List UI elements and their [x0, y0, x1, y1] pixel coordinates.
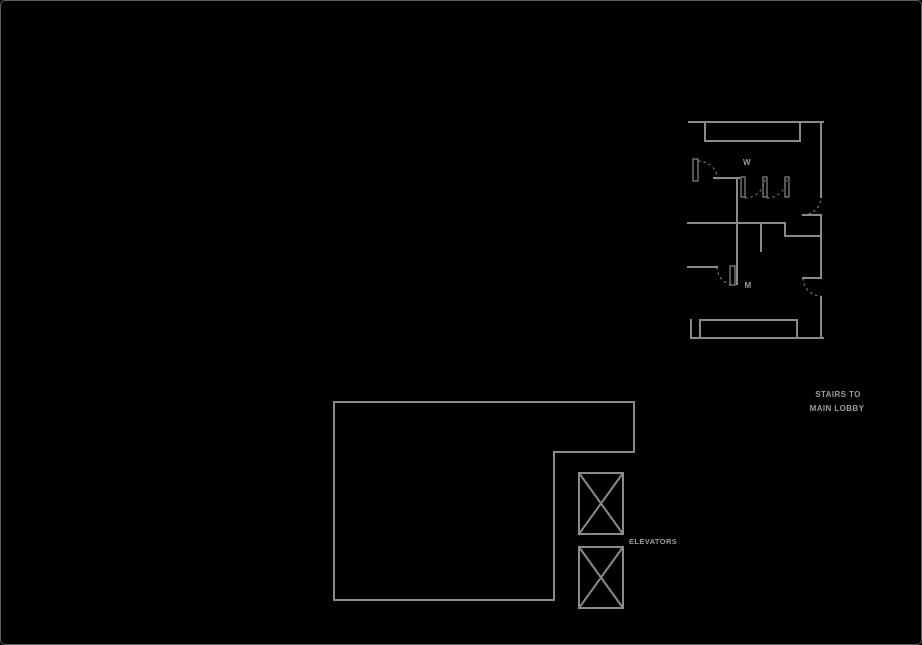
womens-left-door-leaf [692, 158, 699, 182]
bottom-alcove [699, 319, 798, 339]
elevator-shaft-1 [578, 472, 624, 535]
mens-room-label: M [744, 281, 751, 290]
elevator-shafts [577, 471, 625, 610]
top-alcove [704, 121, 801, 142]
elevator-shaft-1-cross [577, 471, 625, 536]
divider-step-wall [784, 222, 822, 237]
stairs-label-line1: STAIRS TO [815, 390, 861, 399]
mens-corridor-door-swing [802, 277, 822, 297]
main-room-outline [333, 401, 635, 601]
elevators-label: ELEVATORS [629, 537, 677, 546]
elevator-shaft-2 [578, 546, 624, 609]
main-room-walls [333, 401, 635, 601]
stall-partition-2 [762, 176, 768, 198]
womens-room-label: W [743, 158, 751, 167]
plan-labels: W M STAIRS TO MAIN LOBBY ELEVATORS [629, 158, 865, 546]
elevator-shaft-2-cross [577, 545, 625, 610]
stall-partition-3 [784, 176, 790, 198]
stall-partition-1 [740, 176, 746, 198]
stairs-label-line2: MAIN LOBBY [810, 404, 865, 413]
womens-corridor-door-swing [802, 196, 822, 216]
womens-left-door-swing [697, 160, 719, 182]
mens-left-door-leaf [729, 265, 736, 286]
mens-left-door-swing [716, 266, 736, 286]
stall-door-swing-1 [744, 177, 766, 199]
restroom-block [687, 121, 824, 339]
stall-door-swing-2 [766, 177, 788, 199]
